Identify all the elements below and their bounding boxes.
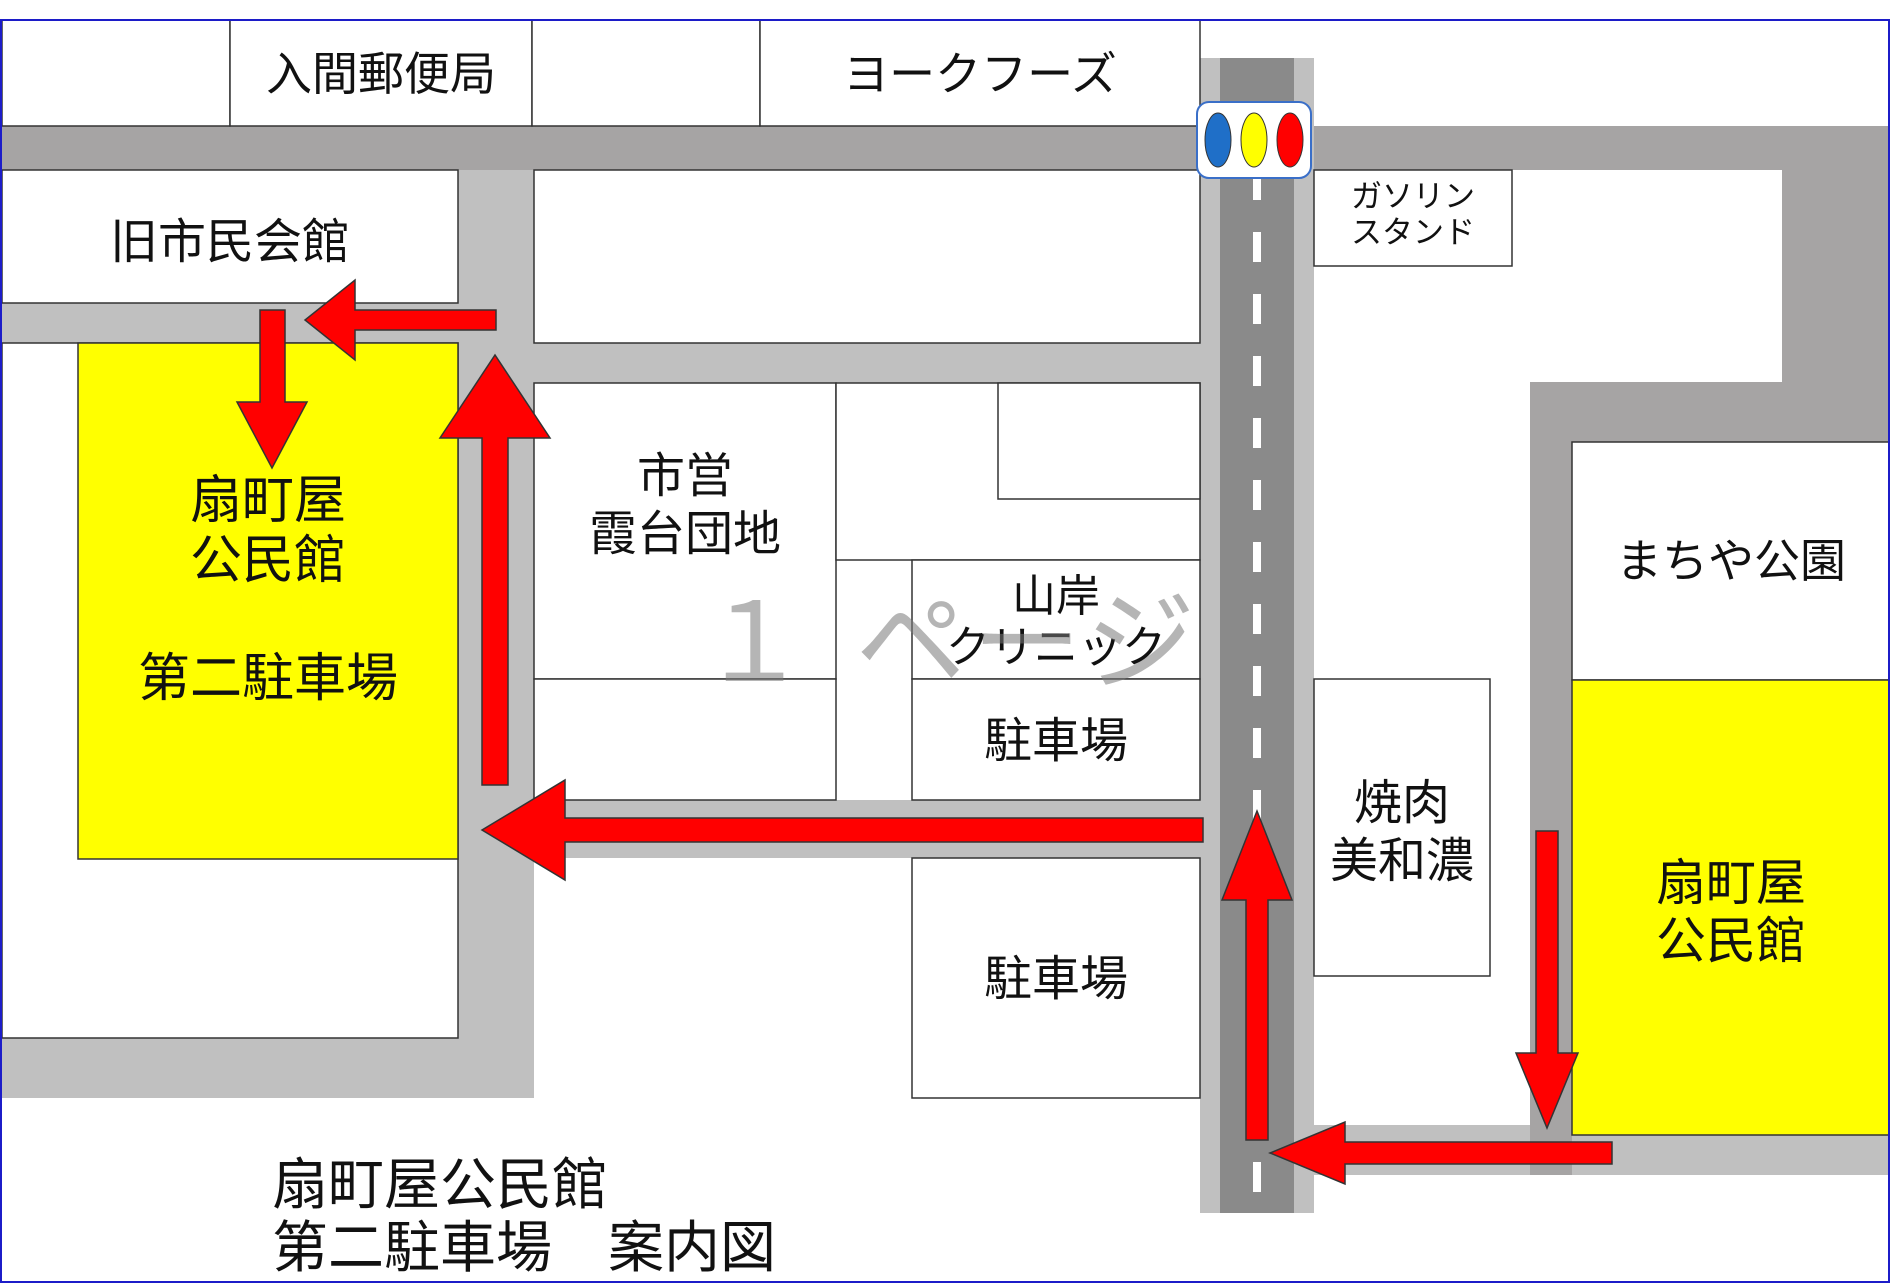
arrow-left-south <box>1268 1120 1613 1186</box>
yakiniku-label: 焼肉 美和濃 <box>1314 775 1490 890</box>
block-housing <box>533 382 837 680</box>
hall-line1: 扇町屋 <box>1656 854 1806 912</box>
clinic-line2: クリニック <box>946 621 1166 673</box>
hall-line2: 公民館 <box>1656 911 1806 970</box>
lower-west-road <box>0 1038 534 1098</box>
yakiniku-line2: 美和濃 <box>1329 832 1474 889</box>
parking-upper-label: 駐車場 <box>983 713 1128 769</box>
old-hall-label: 旧市民会館 <box>109 214 350 270</box>
clinic-label: 山岸 クリニック <box>912 571 1200 673</box>
post-office-label: 入間郵便局 <box>266 47 496 101</box>
housing-line2: 霞台団地 <box>588 505 781 562</box>
york-foods-label: ヨークフーズ <box>843 47 1117 101</box>
second-lot-line2: 公民館 <box>189 530 346 591</box>
housing-line1: 市営 <box>636 448 733 504</box>
block-post-office <box>229 19 533 127</box>
block-york-foods <box>759 19 1201 127</box>
gas-station-line2: スタンド <box>1351 214 1475 251</box>
yakiniku-line1: 焼肉 <box>1353 775 1450 831</box>
block-north <box>533 169 1201 344</box>
arrow-up-main <box>1220 808 1294 1141</box>
arrow-left-middle <box>480 778 1204 882</box>
arrow-up-west <box>438 353 552 786</box>
gas-station-label: ガソリン スタンド <box>1314 179 1512 251</box>
north-cross-road <box>534 343 1200 383</box>
traffic-signal-icon <box>1196 101 1312 179</box>
block-center-small <box>997 382 1201 500</box>
block-parking-upper <box>911 678 1201 801</box>
east-upper-road <box>1530 382 1890 442</box>
parking-lower-label: 駐車場 <box>983 951 1128 1007</box>
block-park <box>1571 441 1890 681</box>
arrow-left-top <box>303 278 497 362</box>
caption-line2: 第二駐車場 案内図 <box>272 1215 776 1281</box>
east-corner-road <box>1782 170 1890 382</box>
second-lot-label: 扇町屋 公民館 第二駐車場 <box>78 471 458 709</box>
block-housing-lower <box>533 678 837 801</box>
page-watermark: １ ページ <box>698 579 1202 707</box>
block-gas-station <box>1313 169 1513 267</box>
signal-lamp-red <box>1276 112 1304 168</box>
block-between <box>531 19 761 127</box>
arrow-down-lot <box>235 309 309 470</box>
signal-lamp-yellow <box>1240 112 1268 168</box>
caption-line1: 扇町屋公民館 <box>272 1153 608 1218</box>
block-clinic <box>911 559 1201 680</box>
signal-lamp-blue <box>1204 112 1232 168</box>
block-parking-lower <box>911 857 1201 1099</box>
block-yakiniku <box>1313 678 1491 977</box>
map-border <box>0 19 1890 1283</box>
housing-label: 市営 霞台団地 <box>560 448 810 563</box>
second-lot-line1: 扇町屋 <box>189 471 346 531</box>
park-label: まちや公園 <box>1616 534 1846 588</box>
top-road <box>0 126 1890 170</box>
map-caption: 扇町屋公民館 第二駐車場 案内図 <box>272 1153 776 1281</box>
hall-label: 扇町屋 公民館 <box>1572 854 1890 970</box>
gas-station-line1: ガソリン <box>1351 179 1475 215</box>
second-lot-line3: 第二駐車場 <box>137 648 398 709</box>
clinic-line1: 山岸 <box>1012 571 1100 622</box>
arrow-down-east <box>1514 830 1580 1130</box>
route-arrows <box>235 278 1613 1186</box>
ogimachiya-hall-lot <box>1571 679 1890 1136</box>
block-nw-corner <box>1 19 231 127</box>
